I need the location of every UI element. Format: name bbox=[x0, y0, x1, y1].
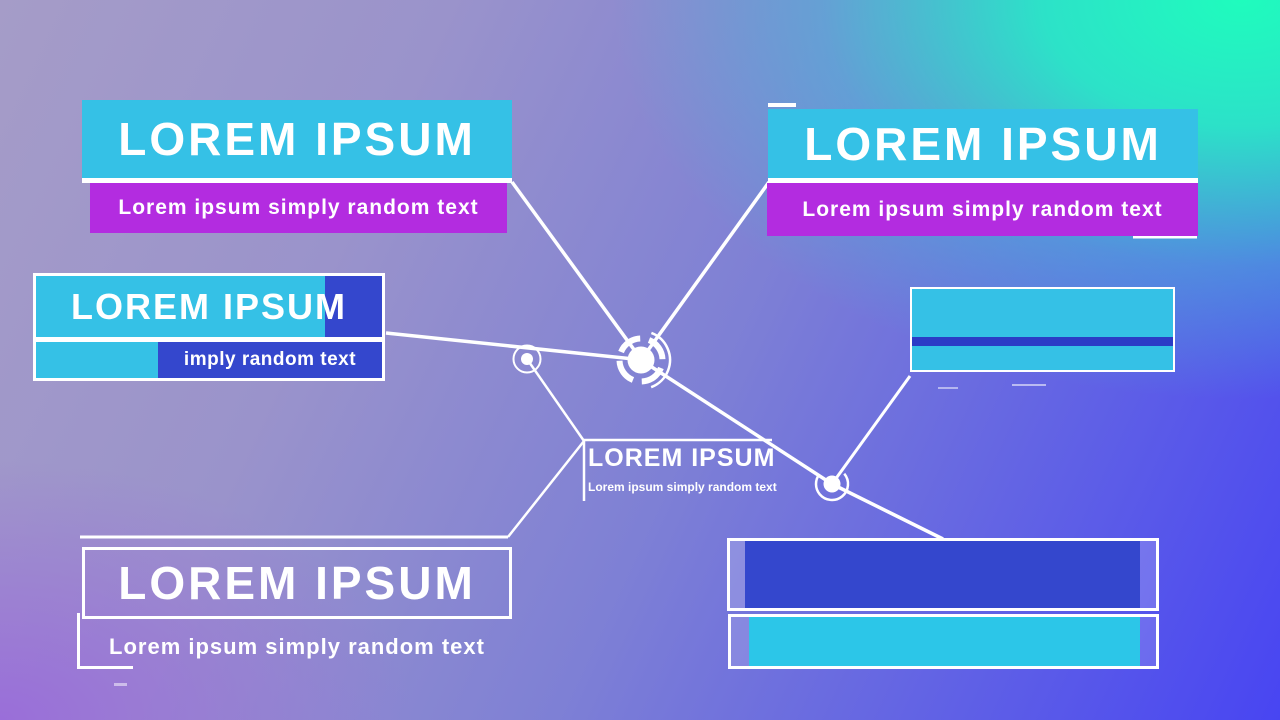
connector-line-hub-node2 bbox=[640, 358, 833, 486]
callout-mid-left-divider bbox=[36, 337, 382, 342]
node2-circle-icon bbox=[814, 466, 850, 502]
callout-top-right-subtitle: Lorem ipsum simply random text bbox=[802, 197, 1163, 221]
bottom-right-bar-bottom bbox=[728, 614, 1159, 669]
bottom-right-bar-top-fill bbox=[745, 541, 1140, 608]
callout-mid-left-title: LOREM IPSUM bbox=[70, 285, 347, 327]
callout-top-left-divider bbox=[82, 178, 512, 183]
callout-top-left-title: LOREM IPSUM bbox=[118, 113, 476, 165]
callout-bottom-left-title-box: LOREM IPSUM bbox=[82, 547, 512, 619]
callout-top-right-title: LOREM IPSUM bbox=[804, 117, 1162, 170]
callout-top-right-title-box: LOREM IPSUM bbox=[768, 109, 1198, 178]
center-label-subtitle: Lorem ipsum simply random text bbox=[588, 480, 777, 494]
bottom-left-bracket-horizontal bbox=[77, 666, 133, 669]
callout-top-left-subtitle-box: Lorem ipsum simply random text bbox=[90, 183, 507, 233]
bottom-right-bar-top bbox=[727, 538, 1159, 611]
callout-bottom-left-title: LOREM IPSUM bbox=[118, 557, 476, 609]
callout-top-left-title-box: LOREM IPSUM bbox=[82, 100, 512, 178]
right-middle-dash-1 bbox=[938, 387, 958, 389]
callout-mid-left-subtitle-accent bbox=[36, 342, 158, 378]
bottom-left-bracket-vertical bbox=[77, 613, 80, 668]
callout-mid-left-subtitle: imply random text bbox=[183, 349, 357, 370]
callout-top-right-subtitle-box: Lorem ipsum simply random text bbox=[767, 183, 1198, 236]
center-label-title: LOREM IPSUM bbox=[588, 444, 776, 472]
connector-line-mid-left bbox=[385, 331, 644, 362]
callout-top-right-divider bbox=[768, 178, 1198, 183]
connector-line-node2-bottom-right bbox=[831, 482, 944, 541]
connector-line-top-left bbox=[510, 180, 645, 364]
connector-line-label-bottom-left bbox=[507, 440, 585, 538]
hub-icon bbox=[610, 329, 672, 391]
node1-circle-icon bbox=[512, 344, 542, 374]
right-middle-bar-box bbox=[910, 287, 1175, 372]
bottom-left-small-dash bbox=[114, 683, 127, 686]
connector-line-top-right bbox=[639, 180, 771, 362]
callout-mid-left-subtitle-row: imply random text bbox=[36, 342, 382, 378]
callout-top-left-subtitle: Lorem ipsum simply random text bbox=[118, 196, 479, 219]
connector-line-node1-label bbox=[525, 358, 586, 442]
callout-bottom-left-subtitle: Lorem ipsum simply random text bbox=[109, 634, 485, 659]
right-middle-stripe bbox=[912, 337, 1173, 346]
callout-mid-left-title-row: LOREM IPSUM bbox=[36, 276, 382, 337]
callout-mid-left-title-accent bbox=[325, 276, 382, 337]
callout-mid-left-title-wrap: LOREM IPSUM bbox=[36, 276, 382, 337]
right-middle-dash-2 bbox=[1012, 384, 1046, 386]
callout-mid-left-subtitle-wrap: imply random text bbox=[158, 342, 382, 378]
connector-line-node2-right-box bbox=[830, 375, 912, 485]
bottom-right-bar-bottom-fill bbox=[749, 617, 1140, 666]
callout-mid-left-box: LOREM IPSUM imply random text bbox=[33, 273, 385, 381]
callout-bottom-left-subtitle-wrap: Lorem ipsum simply random text bbox=[82, 634, 512, 660]
